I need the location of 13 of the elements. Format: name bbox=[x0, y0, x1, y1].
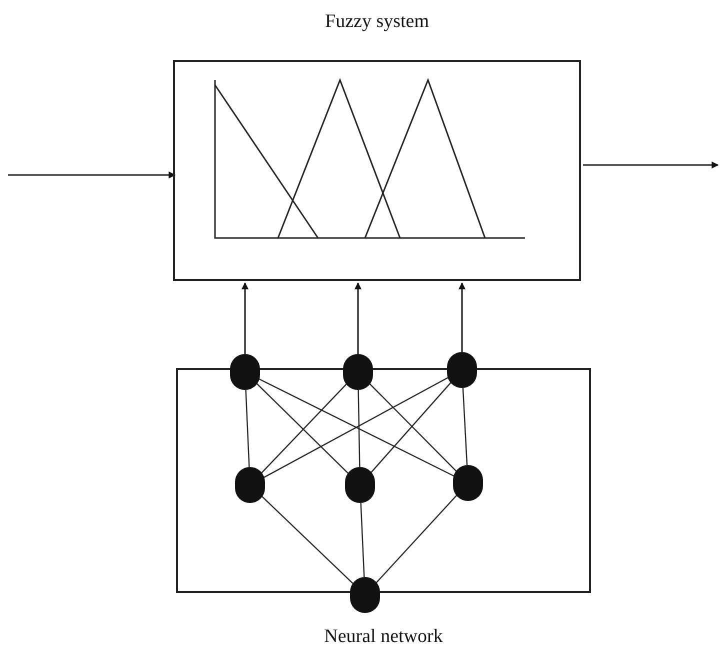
arrow bbox=[242, 282, 248, 354]
connector-line bbox=[462, 388, 468, 466]
arrow bbox=[354, 282, 362, 354]
diagram-label: Fuzzy system bbox=[325, 12, 429, 31]
diagram-label: Neural network bbox=[324, 627, 443, 646]
connector-line bbox=[261, 496, 354, 584]
arrow bbox=[458, 282, 466, 352]
connector-line bbox=[360, 502, 365, 578]
connector-line bbox=[245, 390, 250, 468]
arrow bbox=[8, 172, 176, 178]
arrow bbox=[583, 162, 719, 168]
connector-line bbox=[358, 390, 360, 468]
connector-line bbox=[376, 494, 458, 584]
